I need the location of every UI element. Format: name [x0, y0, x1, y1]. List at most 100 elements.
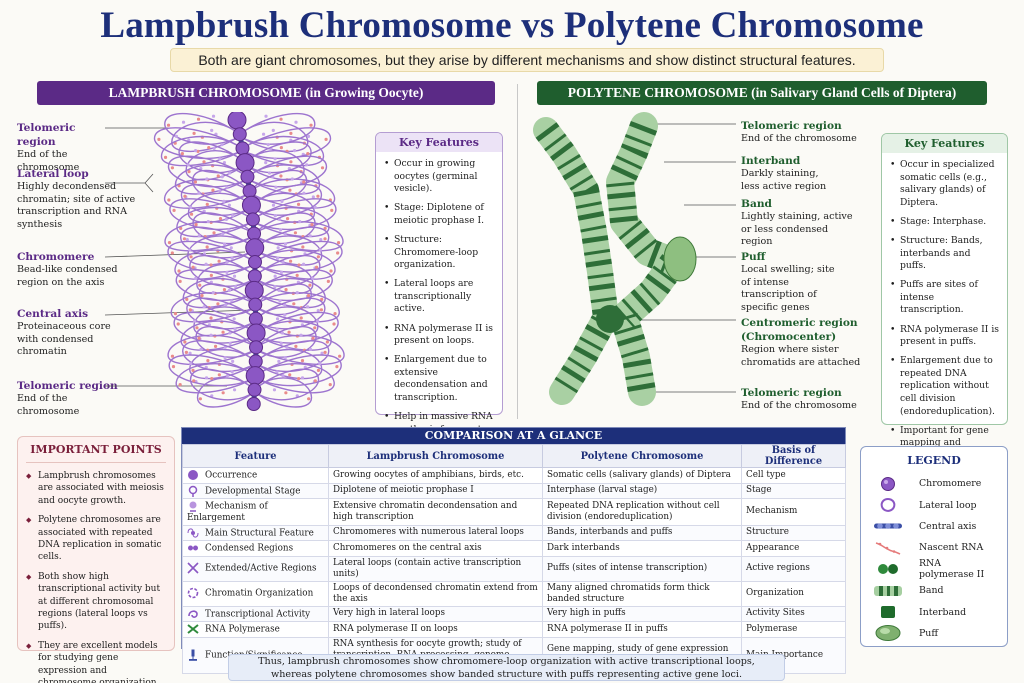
- lateral-loop: [247, 155, 328, 188]
- nascent-rna-dot: [228, 171, 232, 175]
- nascent-rna-dot: [217, 373, 221, 377]
- nascent-rna-dot: [272, 388, 277, 392]
- chromomere-icon: [188, 470, 198, 480]
- lateral-loop: [239, 112, 316, 145]
- nascent-rna-dot: [318, 248, 322, 252]
- lateral-loop: [254, 377, 313, 408]
- nascent-rna-dot: [225, 270, 229, 274]
- nascent-rna-dot: [288, 373, 292, 377]
- nascent-rna-dot: [212, 146, 216, 150]
- nascent-rna-dot: [278, 299, 282, 303]
- lampbrush-banner: LAMPBRUSH CHROMOSOME (in Growing Oocyte): [37, 81, 495, 105]
- cell-lampbrush: Loops of decondensed chromatin extend fr…: [328, 580, 543, 607]
- label-head: Central axis: [17, 308, 89, 320]
- lampbrush-illustration: [105, 112, 345, 411]
- nascent-rna-dot: [316, 309, 320, 313]
- important-point: Both show high transcriptional activity …: [26, 571, 166, 633]
- organization-icon: [187, 587, 199, 599]
- nascent-rna-dot: [276, 246, 280, 250]
- key-feature-item: RNA polymerase II is present on loops.: [384, 323, 494, 348]
- nascent-rna-dot: [167, 241, 172, 245]
- nascent-rna-dot: [311, 276, 315, 280]
- nascent-rna-dot: [288, 188, 292, 192]
- legend-panel: LEGEND Chromomere Lateral loop Central a…: [860, 446, 1008, 647]
- interband-icon: [881, 606, 895, 619]
- nascent-rna-dot: [234, 285, 238, 289]
- legend-item: Puff: [871, 623, 997, 644]
- nascent-rna-dot: [275, 370, 279, 374]
- key-feature-item: Structure: Chromomere-loop organization.: [384, 234, 494, 272]
- nascent-rna-dot: [295, 273, 299, 277]
- lateral-loop-icon: [880, 498, 896, 513]
- cell-lampbrush: Very high in lateral loops: [328, 605, 543, 622]
- label-text: Bead-like condensed region on the axis: [17, 264, 118, 288]
- label-poly-band: Band Lightly staining, active or less co…: [741, 197, 859, 249]
- nascent-rna-dot: [222, 199, 226, 203]
- nascent-rna-dot: [187, 170, 191, 174]
- cell-basis: Stage: [741, 482, 846, 499]
- nascent-rna-dot: [171, 365, 176, 369]
- nascent-rna-dot: [221, 391, 225, 395]
- nascent-rna-dot: [279, 146, 283, 150]
- lateral-loop: [254, 368, 320, 401]
- chromomere: [247, 269, 262, 284]
- label-head: Chromomere: [17, 251, 95, 263]
- table-header-row: Feature Lampbrush Chromosome Polytene Ch…: [182, 444, 846, 468]
- nascent-rna-dot: [283, 242, 288, 246]
- cell-polytene: RNA polymerase II in puffs: [542, 621, 742, 638]
- nascent-rna-dot: [311, 195, 315, 199]
- feature-label: Developmental Stage: [205, 486, 301, 496]
- label-head: Lateral loop: [17, 168, 89, 180]
- cell-basis: Cell type: [741, 467, 846, 484]
- nascent-rna-dot: [302, 191, 306, 195]
- nascent-rna-dot: [221, 330, 225, 334]
- feature-label: RNA Polymerase: [205, 624, 280, 635]
- nascent-rna-dot: [229, 246, 233, 250]
- chromomere: [247, 226, 262, 241]
- nascent-rna-dot: [296, 202, 301, 206]
- key-feature-item: Stage: Diplotene of meiotic prophase I.: [384, 202, 494, 227]
- key-feature-item: Occur in specialized somatic cells (e.g.…: [890, 159, 999, 209]
- nascent-rna-dot: [197, 336, 201, 340]
- lateral-loop: [160, 135, 243, 167]
- nascent-rna-dot: [306, 134, 311, 138]
- nascent-rna-dot: [195, 326, 199, 330]
- nascent-rna-dot: [336, 241, 341, 245]
- nascent-rna-dot: [316, 319, 320, 323]
- cell-basis: Polymerase: [741, 621, 846, 638]
- label-poly-telomere-bottom: Telomeric region End of the chromosome: [741, 386, 871, 413]
- nascent-rna-dot: [299, 333, 303, 337]
- nascent-rna-dot: [264, 114, 268, 118]
- nascent-rna-dot: [189, 255, 193, 259]
- nascent-rna-dot: [167, 198, 171, 202]
- nascent-rna-dot: [310, 223, 314, 227]
- nascent-rna-dot: [313, 326, 317, 330]
- nascent-rna-dot: [225, 313, 230, 317]
- nascent-rna-dot: [223, 356, 227, 360]
- lateral-loop: [253, 221, 344, 252]
- nascent-rna-dot: [297, 263, 301, 267]
- nascent-rna-dot: [290, 177, 294, 181]
- page-title: Lampbrush Chromosome vs Polytene Chromos…: [100, 5, 924, 46]
- nascent-rna-dot: [225, 374, 230, 378]
- nascent-rna-dot: [323, 237, 327, 241]
- label-lamp-telomere-bottom: Telomeric region End of the chromosome: [17, 379, 125, 418]
- nascent-rna-dot: [307, 397, 311, 401]
- label-head: Band: [741, 198, 772, 210]
- nascent-rna-dot: [188, 248, 192, 252]
- nascent-rna-dot: [177, 269, 181, 273]
- summary-line: whereas polytene chromosomes show banded…: [271, 668, 742, 680]
- lateral-loop: [252, 198, 337, 230]
- label-text: Local swelling; site of intense transcri…: [741, 264, 835, 313]
- lateral-loop: [254, 363, 335, 394]
- cell-lampbrush: Extensive chromatin decondensation and h…: [328, 498, 543, 526]
- column-header-feature: Feature: [182, 444, 329, 468]
- nascent-rna-dot: [224, 303, 228, 307]
- nascent-rna-dot: [277, 359, 281, 363]
- nascent-rna-dot: [326, 279, 330, 283]
- nascent-rna-dot: [288, 259, 293, 263]
- nascent-rna-dot: [328, 383, 332, 387]
- nascent-rna-dot: [231, 214, 235, 218]
- lateral-loop: [164, 221, 255, 252]
